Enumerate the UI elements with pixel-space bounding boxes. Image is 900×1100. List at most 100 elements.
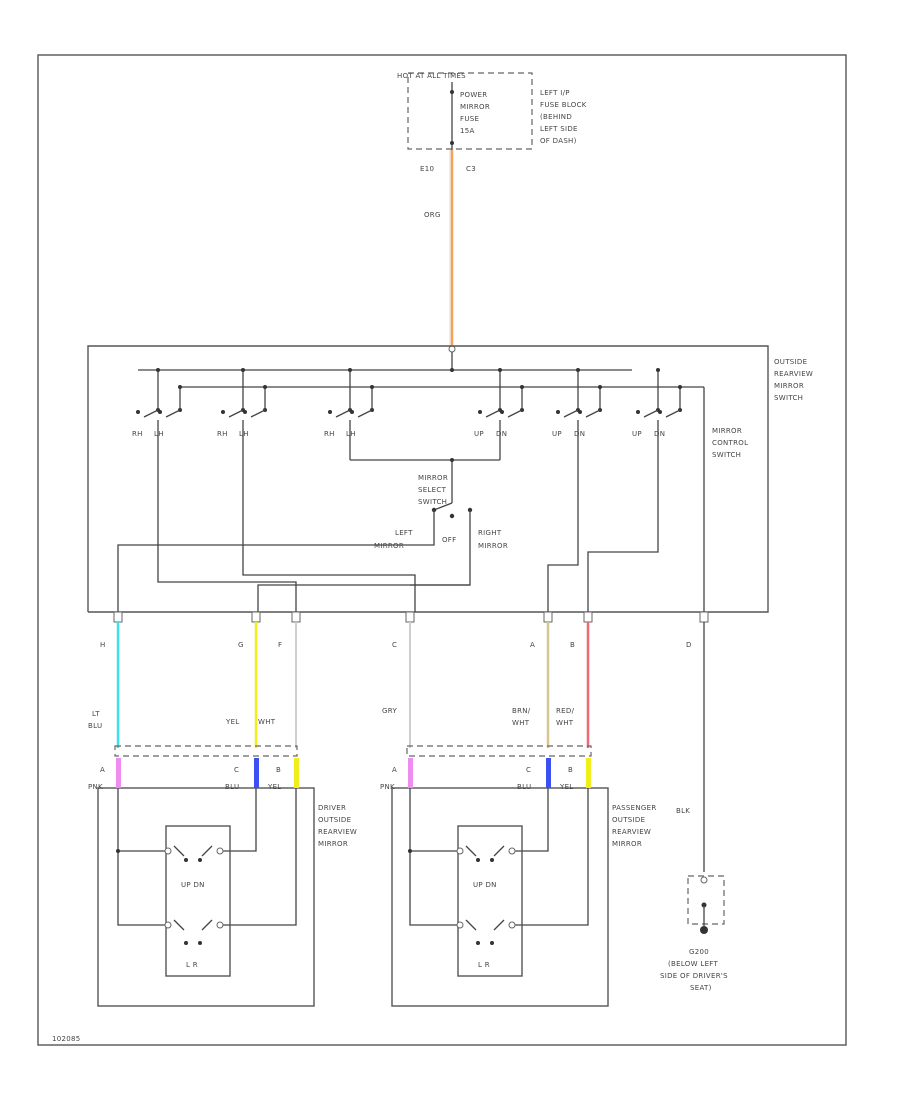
control-switch-1: MIRROR bbox=[712, 427, 742, 435]
select-off-contact bbox=[449, 513, 455, 519]
harness-wires: LT BLU YEL WHT GRY BRN/ WHT RED/ WHT BLK bbox=[88, 622, 705, 872]
switch-title-2: REARVIEW bbox=[774, 370, 813, 378]
contact-lh-2: LH bbox=[154, 385, 182, 438]
contact-label: RH bbox=[324, 430, 335, 438]
passenger-mirror-4: MIRROR bbox=[612, 840, 642, 848]
gry-label: GRY bbox=[382, 707, 397, 715]
switch-power-terminal bbox=[448, 345, 456, 353]
driver-up-dn: UP DN bbox=[181, 881, 205, 889]
fuse-line-1: POWER bbox=[460, 91, 487, 99]
switch-pin-label: H bbox=[100, 641, 106, 649]
driver-mirror-3: REARVIEW bbox=[318, 828, 357, 836]
blk-label: BLK bbox=[676, 807, 690, 815]
driver-pin-b-yel bbox=[294, 758, 299, 788]
fuse-location-3: (BEHIND bbox=[540, 113, 572, 121]
contact-up-9: UP bbox=[552, 368, 580, 438]
diagram-frame bbox=[37, 54, 847, 1046]
wht-label: WHT bbox=[258, 718, 276, 726]
driver-mirror-1: DRIVER bbox=[318, 804, 346, 812]
contact-dn-8: DN bbox=[496, 385, 524, 438]
contact-label: RH bbox=[132, 430, 143, 438]
control-switch-2: CONTROL bbox=[712, 439, 748, 447]
select-switch-1: MIRROR bbox=[418, 474, 448, 482]
left-mirror-1: LEFT bbox=[395, 529, 413, 537]
right-mirror-2: MIRROR bbox=[478, 542, 508, 550]
driver-pin-a-pnk bbox=[116, 758, 121, 788]
switch-pin-label: B bbox=[570, 641, 575, 649]
passenger-mirror: A C B PNK BLU YEL PASSENGER OUTSIDE REAR… bbox=[380, 745, 657, 1007]
passenger-motor-box bbox=[457, 825, 523, 977]
ground-symbol bbox=[700, 926, 708, 934]
lt-blu-label-1: LT bbox=[92, 710, 100, 718]
fuse-line-3: FUSE bbox=[460, 115, 479, 123]
right-mirror-1: RIGHT bbox=[478, 529, 502, 537]
contact-lh-4: LH bbox=[239, 385, 267, 438]
control-switch-3: SWITCH bbox=[712, 451, 741, 459]
select-switch-3: SWITCH bbox=[418, 498, 447, 506]
driver-up-dn-motor: UP DN bbox=[164, 845, 224, 889]
contact-rh-5: RH bbox=[324, 368, 352, 438]
switch-title-1: OUTSIDE bbox=[774, 358, 807, 366]
fuse-location-5: OF DASH) bbox=[540, 137, 577, 145]
passenger-pin-c-blu bbox=[546, 758, 551, 788]
driver-lr: L R bbox=[186, 961, 198, 969]
fuse-line-2: MIRROR bbox=[460, 103, 490, 111]
contact-label: LH bbox=[346, 430, 356, 438]
contact-label: UP bbox=[474, 430, 484, 438]
contact-label: LH bbox=[239, 430, 249, 438]
select-switch-2: SELECT bbox=[418, 486, 447, 494]
passenger-pin-b: B bbox=[568, 766, 573, 774]
passenger-mirror-2: OUTSIDE bbox=[612, 816, 645, 824]
passenger-pin-b-yel bbox=[586, 758, 591, 788]
red-wht-label-1: RED/ bbox=[556, 707, 575, 715]
off-label: OFF bbox=[442, 536, 456, 544]
driver-color-a: PNK bbox=[88, 783, 103, 791]
driver-mirror-2: OUTSIDE bbox=[318, 816, 351, 824]
driver-pin-c: C bbox=[234, 766, 239, 774]
contact-lh-6: LH bbox=[346, 385, 374, 438]
contact-label: LH bbox=[154, 430, 164, 438]
passenger-up-dn-motor: UP DN bbox=[456, 845, 516, 889]
lt-blu-label-2: BLU bbox=[88, 722, 102, 730]
ground-label-4: SEAT) bbox=[690, 984, 712, 992]
ground-label-1: G200 bbox=[689, 948, 709, 956]
switch-pin-d: D bbox=[686, 611, 709, 649]
switch-pin-label: A bbox=[530, 641, 535, 649]
yel-label: YEL bbox=[225, 718, 240, 726]
red-wht-label-2: WHT bbox=[556, 719, 574, 727]
org-wire-label: ORG bbox=[424, 211, 441, 219]
contact-rh-3: RH bbox=[217, 368, 245, 438]
driver-mirror: A C B PNK BLU YEL DRIVER OUTSIDE REARVIE… bbox=[88, 745, 357, 1007]
contact-dn-10: DN bbox=[574, 385, 602, 438]
fuse-location-4: LEFT SIDE bbox=[540, 125, 578, 133]
outside-rearview-mirror-switch: OUTSIDE REARVIEW MIRROR SWITCH MIRROR CO… bbox=[87, 345, 813, 649]
driver-color-b: YEL bbox=[267, 783, 282, 791]
connector-c3-label: C3 bbox=[466, 165, 476, 173]
passenger-color-a: PNK bbox=[380, 783, 395, 791]
contact-rh-1: RH bbox=[132, 368, 160, 438]
contact-dn-12: DN bbox=[654, 385, 682, 438]
passenger-pin-a-pnk bbox=[408, 758, 413, 788]
connector-e10-label: E10 bbox=[420, 165, 434, 173]
fuse-location-2: FUSE BLOCK bbox=[540, 101, 587, 109]
driver-pin-b: B bbox=[276, 766, 281, 774]
ground-g200: G200 (BELOW LEFT SIDE OF DRIVER'S SEAT) bbox=[660, 875, 728, 992]
fuse-location-1: LEFT I/P bbox=[540, 89, 570, 97]
passenger-mirror-3: REARVIEW bbox=[612, 828, 651, 836]
passenger-lr-motor: L R bbox=[456, 919, 516, 969]
contact-label: RH bbox=[217, 430, 228, 438]
driver-mirror-4: MIRROR bbox=[318, 840, 348, 848]
brn-wht-label-2: WHT bbox=[512, 719, 530, 727]
contact-up-11: UP bbox=[632, 368, 660, 438]
left-mirror-2: MIRROR bbox=[374, 542, 404, 550]
driver-motor-box bbox=[165, 825, 231, 977]
contact-label: UP bbox=[632, 430, 642, 438]
passenger-mirror-1: PASSENGER bbox=[612, 804, 657, 812]
passenger-color-b: YEL bbox=[559, 783, 574, 791]
switch-pin-label: D bbox=[686, 641, 692, 649]
fuse-block: HOT AT ALL TIMES POWER MIRROR FUSE 15A L… bbox=[397, 72, 587, 173]
brn-wht-label-1: BRN/ bbox=[512, 707, 531, 715]
switch-pin-label: C bbox=[392, 641, 397, 649]
